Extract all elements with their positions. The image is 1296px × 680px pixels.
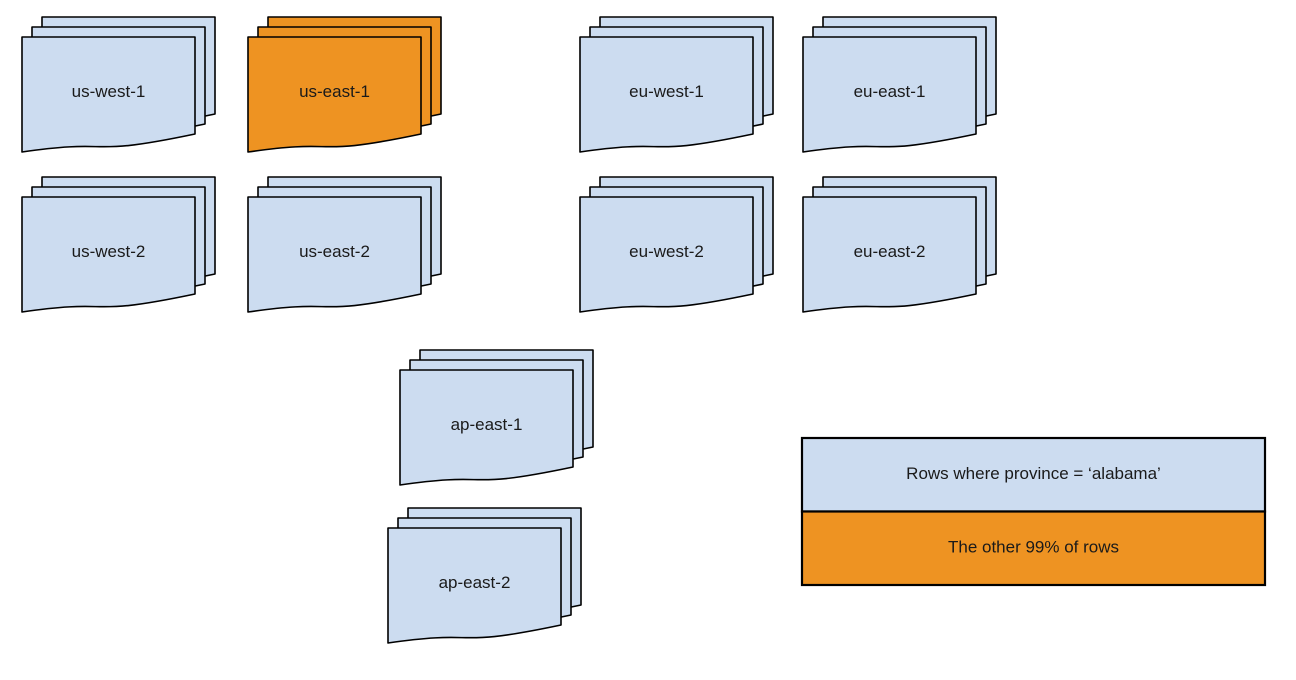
document-card-front [802,196,977,313]
region-stack-us-east-1[interactable]: us-east-1 [247,16,442,153]
region-stack-us-west-1[interactable]: us-west-1 [21,16,216,153]
document-card-front [21,36,196,153]
region-stack-us-west-2[interactable]: us-west-2 [21,176,216,313]
legend-swatch-other-rows [800,510,1267,587]
legend-label-rows-alabama: Rows where province = ‘alabama’ [906,464,1161,483]
document-card-front [247,196,422,313]
document-card-front [579,36,754,153]
legend-label-other-rows: The other 99% of rows [948,538,1119,557]
region-stack-ap-east-1[interactable]: ap-east-1 [399,349,594,486]
document-card-front [21,196,196,313]
region-stack-us-east-2[interactable]: us-east-2 [247,176,442,313]
document-card-front [247,36,422,153]
document-card-front [399,369,574,486]
legend-swatch-rows-alabama [800,436,1267,513]
legend-row-rows-alabama: Rows where province = ‘alabama’ [800,436,1267,513]
region-stack-ap-east-2[interactable]: ap-east-2 [387,507,582,644]
region-stack-eu-east-2[interactable]: eu-east-2 [802,176,997,313]
document-card-front [579,196,754,313]
document-card-front [387,527,562,644]
document-card-front [802,36,977,153]
region-stack-eu-east-1[interactable]: eu-east-1 [802,16,997,153]
region-stack-eu-west-1[interactable]: eu-west-1 [579,16,774,153]
legend-group: Rows where province = ‘alabama’ The other… [800,436,1267,587]
legend-row-other-rows: The other 99% of rows [800,510,1267,587]
region-stack-eu-west-2[interactable]: eu-west-2 [579,176,774,313]
